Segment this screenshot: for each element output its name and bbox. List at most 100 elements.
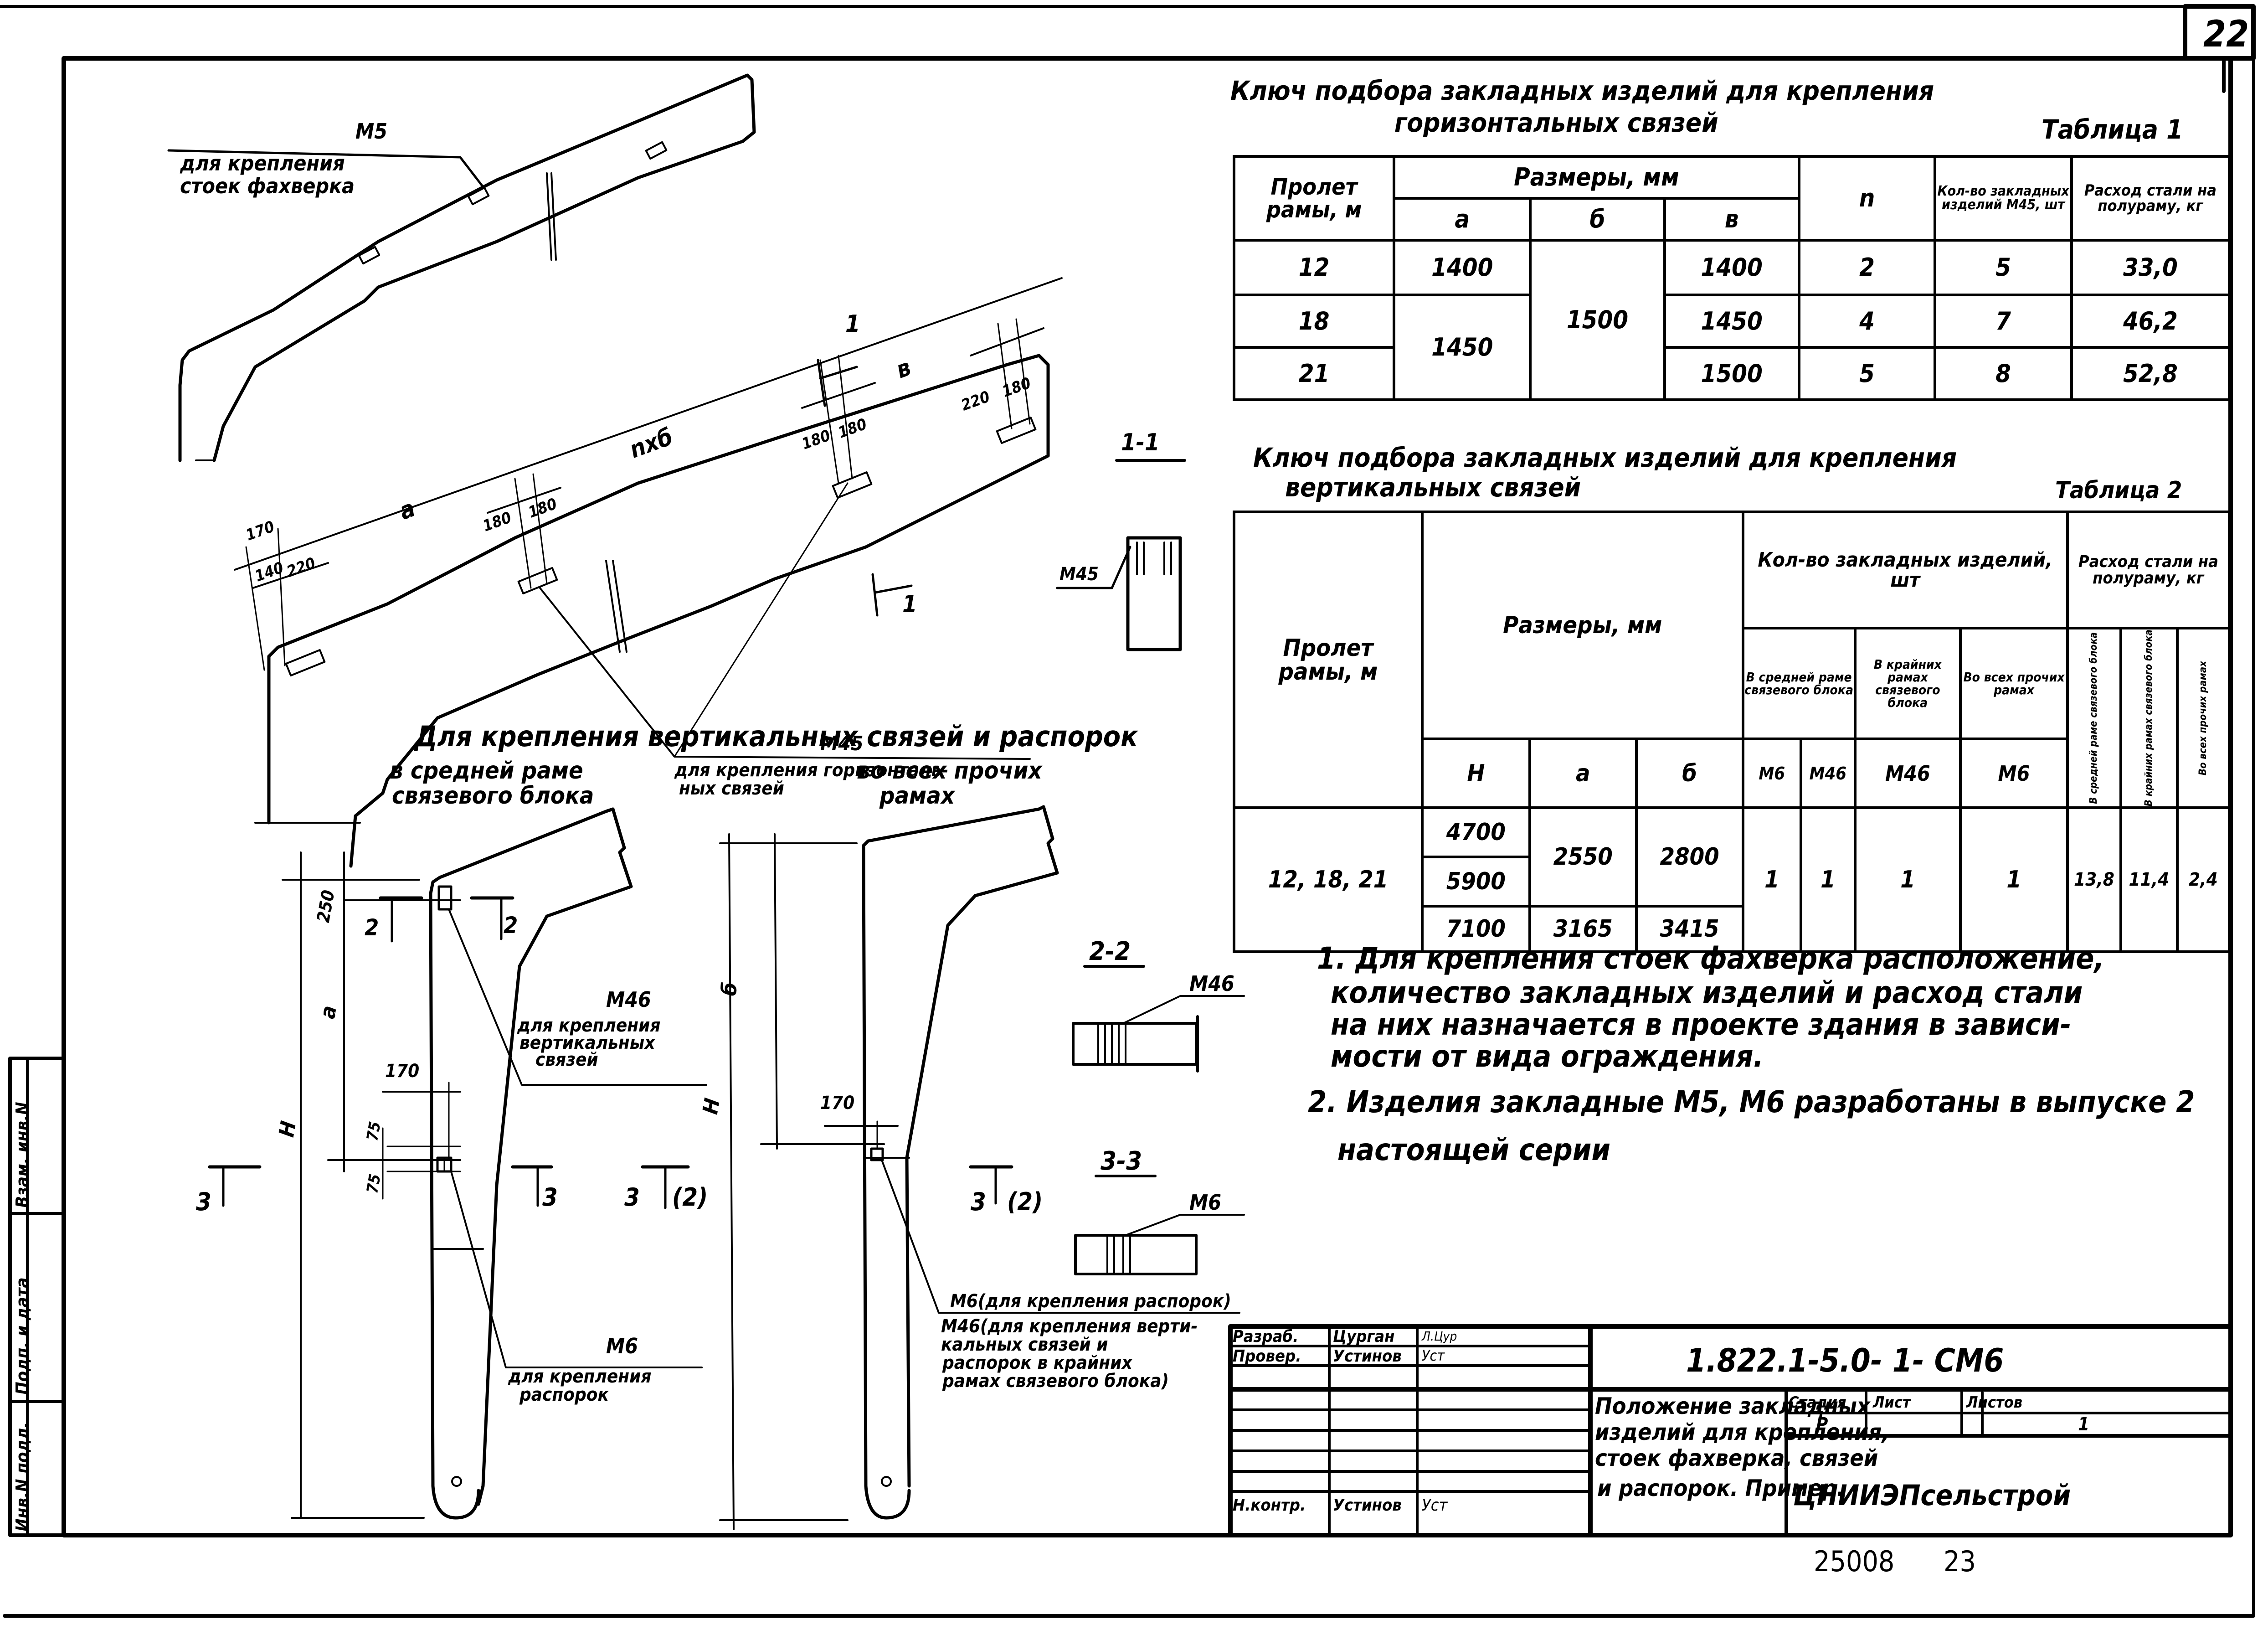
t2-header-b: б — [1635, 738, 1744, 810]
dim-75-top: 75 — [363, 1120, 385, 1143]
cut-3-mid-sub: (2) — [672, 1183, 708, 1212]
t2-header-mid: В средней раме связевого блока — [1741, 626, 1857, 741]
vertical-heading: Для крепления вертикальных связей и расп… — [415, 720, 1138, 753]
stage-value: Р — [1816, 1414, 1828, 1435]
note-2-line2: настоящей серии — [1337, 1132, 1610, 1167]
t1-cell-steel: 52,8 — [2070, 346, 2231, 401]
m5-label: М5 — [355, 119, 387, 144]
side-stamp-inv: Инв.N подл. — [12, 1422, 32, 1532]
sheet-label: Лист — [1873, 1393, 1911, 1412]
section-2-2-label: 2-2 — [1089, 937, 1131, 966]
t2-cell-H: 4700 — [1420, 806, 1531, 859]
t1-cell-n: 2 — [1797, 239, 1937, 296]
sheets-label: Листов — [1966, 1393, 2023, 1412]
t1-cell-v: 1500 — [1663, 346, 1800, 401]
m46-desc-line2: вертикальных — [519, 1032, 655, 1053]
t2-cell-steel-mid: 13,8 — [2066, 806, 2122, 954]
t2-header-sizes: Размеры, мм — [1420, 510, 1744, 741]
t2-header-steel-edge-text: В крайних рамах связевого блока — [2143, 629, 2155, 807]
m46-label: М46 — [606, 987, 651, 1012]
table-row: 18 1450 1450 4 7 46,2 — [1232, 294, 2231, 401]
right-m46-desc-line3: распорок в крайних — [942, 1352, 1132, 1373]
t1-cell-n: 4 — [1797, 294, 1937, 349]
t1-cell-a: 1400 — [1393, 239, 1532, 296]
sig-sign-0: Л.Цур — [1422, 1329, 1457, 1344]
sig-name-0: Цурган — [1333, 1327, 1395, 1346]
t2-header-count: Кол-во закладных изделий, шт — [1741, 511, 2069, 629]
sheet-number: 22 — [2203, 13, 2249, 55]
t2-cell-steel-edge: 11,4 — [2119, 806, 2179, 954]
t2-cell-count-m6: 1 — [1741, 806, 1802, 954]
sheet-number-box — [2183, 4, 2256, 61]
cut-mark-1-bottom: 1 — [902, 591, 917, 618]
table2-caption-line2: вертикальных связей — [1285, 472, 1581, 503]
right-m46-desc-line4: рамах связевого блока) — [942, 1371, 1169, 1392]
t2-cell-b: 2800 — [1635, 806, 1744, 908]
stage-label: Стадия — [1789, 1393, 1846, 1412]
cut-2-left: 2 — [365, 914, 379, 941]
t1-header-n: n — [1797, 155, 1937, 242]
cut-3-right-sub: (2) — [1007, 1187, 1043, 1216]
note-1-line1: 1. Для крепления стоек фахверка располож… — [1317, 941, 2105, 976]
table1-label: Таблица 1 — [2042, 114, 2183, 145]
section-1-1 — [1056, 459, 1186, 651]
t2-cell-a: 2550 — [1528, 806, 1638, 908]
left-column-drawing — [208, 807, 707, 1520]
m45-label: М45 — [820, 732, 864, 755]
right-m46-desc-line2: кальных связей и — [941, 1334, 1108, 1355]
table2-caption-line1: Ключ подбора закладных изделий для крепл… — [1253, 442, 1957, 473]
t2-header-steel-other: Во всех прочих рамах — [2175, 626, 2231, 810]
m46-desc-line1: для крепления — [517, 1015, 661, 1036]
t1-cell-span: 21 — [1232, 346, 1396, 401]
t1-header-steel: Расход стали на полураму, кг — [2070, 155, 2231, 242]
t2-header-steel-mid: В средней раме связевого блока — [2066, 626, 2122, 810]
t1-cell-v: 1450 — [1663, 294, 1800, 349]
organization: ЦНИИЭПсельстрой — [1793, 1479, 2071, 1512]
cut-2-right: 2 — [504, 912, 518, 939]
t2-header-other: Во всех прочих рамах — [1959, 626, 2069, 741]
right-sub-line1: во всех прочих — [857, 757, 1042, 784]
table-row: 12, 18, 21 4700 2550 2800 1 1 1 1 13,8 1… — [1233, 806, 2231, 954]
t2-cell-count-m46b: 1 — [1853, 806, 1962, 954]
section-2-2 — [1072, 965, 1245, 1073]
cut-3-left-right: 3 — [542, 1183, 558, 1212]
t1-cell-b: 1500 — [1529, 239, 1666, 401]
t1-cell-steel: 46,2 — [2070, 294, 2231, 349]
sig-role-0: Разраб. — [1233, 1327, 1299, 1346]
t1-cell-count: 5 — [1934, 239, 2073, 296]
t2-cell-H: 5900 — [1420, 856, 1531, 908]
t2-cell-count-m46: 1 — [1799, 806, 1857, 954]
side-stamp-frame — [8, 1057, 66, 1537]
m5-desc-line2: стоек фахверка — [180, 174, 355, 198]
side-stamp-sign: Подп. и дата — [12, 1277, 32, 1395]
m5-desc-line1: для крепления — [180, 151, 345, 175]
table-row: 12 1400 1500 1400 2 5 33,0 — [1232, 239, 2231, 401]
title-line3: стоек фахверка, связей — [1595, 1445, 1878, 1471]
t2-header-a: а — [1528, 738, 1638, 810]
table-row: 5900 — [1234, 856, 2229, 908]
dim-75-bottom: 75 — [363, 1172, 385, 1195]
dim-170-right: 170 — [820, 1093, 855, 1114]
side-stamp-replace: Взам. инв.N — [12, 1102, 32, 1208]
section-3-3-label: 3-3 — [1101, 1146, 1142, 1176]
mid-beam-drawing — [234, 277, 1063, 868]
title-line4: и распорок. Пример. — [1597, 1475, 1845, 1501]
t2-cell-count-m6b: 1 — [1959, 806, 2069, 954]
m46-desc-line3: связей — [535, 1049, 598, 1070]
t1-header-span: Пролет рамы, м — [1232, 155, 1396, 242]
m45-desc-line1: для крепления горизонталь- — [674, 760, 949, 781]
right-column-drawing — [719, 805, 1240, 1530]
right-sub-line2: рамах — [879, 782, 955, 810]
m6-desc-line2: распорок — [519, 1384, 609, 1405]
right-m6-desc: М6(для крепления распорок) — [950, 1291, 1231, 1312]
table-row: 21 1500 5 8 52,8 — [1232, 346, 2231, 401]
t2-header-edge: В крайних рамах связевого блока — [1853, 626, 1962, 741]
section-3-3 — [1074, 1175, 1245, 1275]
t2-cell-H: 7100 — [1420, 905, 1531, 954]
t2-header-steel-other-text: Во всех прочих рамах — [2197, 660, 2209, 775]
sig-role-1: Провер. — [1233, 1347, 1301, 1366]
archive-number: 25008 — [1814, 1545, 1895, 1578]
t1-cell-v: 1400 — [1663, 239, 1800, 296]
sig-name-7: Устинов — [1333, 1496, 1402, 1515]
t1-header-a: а — [1393, 197, 1532, 242]
